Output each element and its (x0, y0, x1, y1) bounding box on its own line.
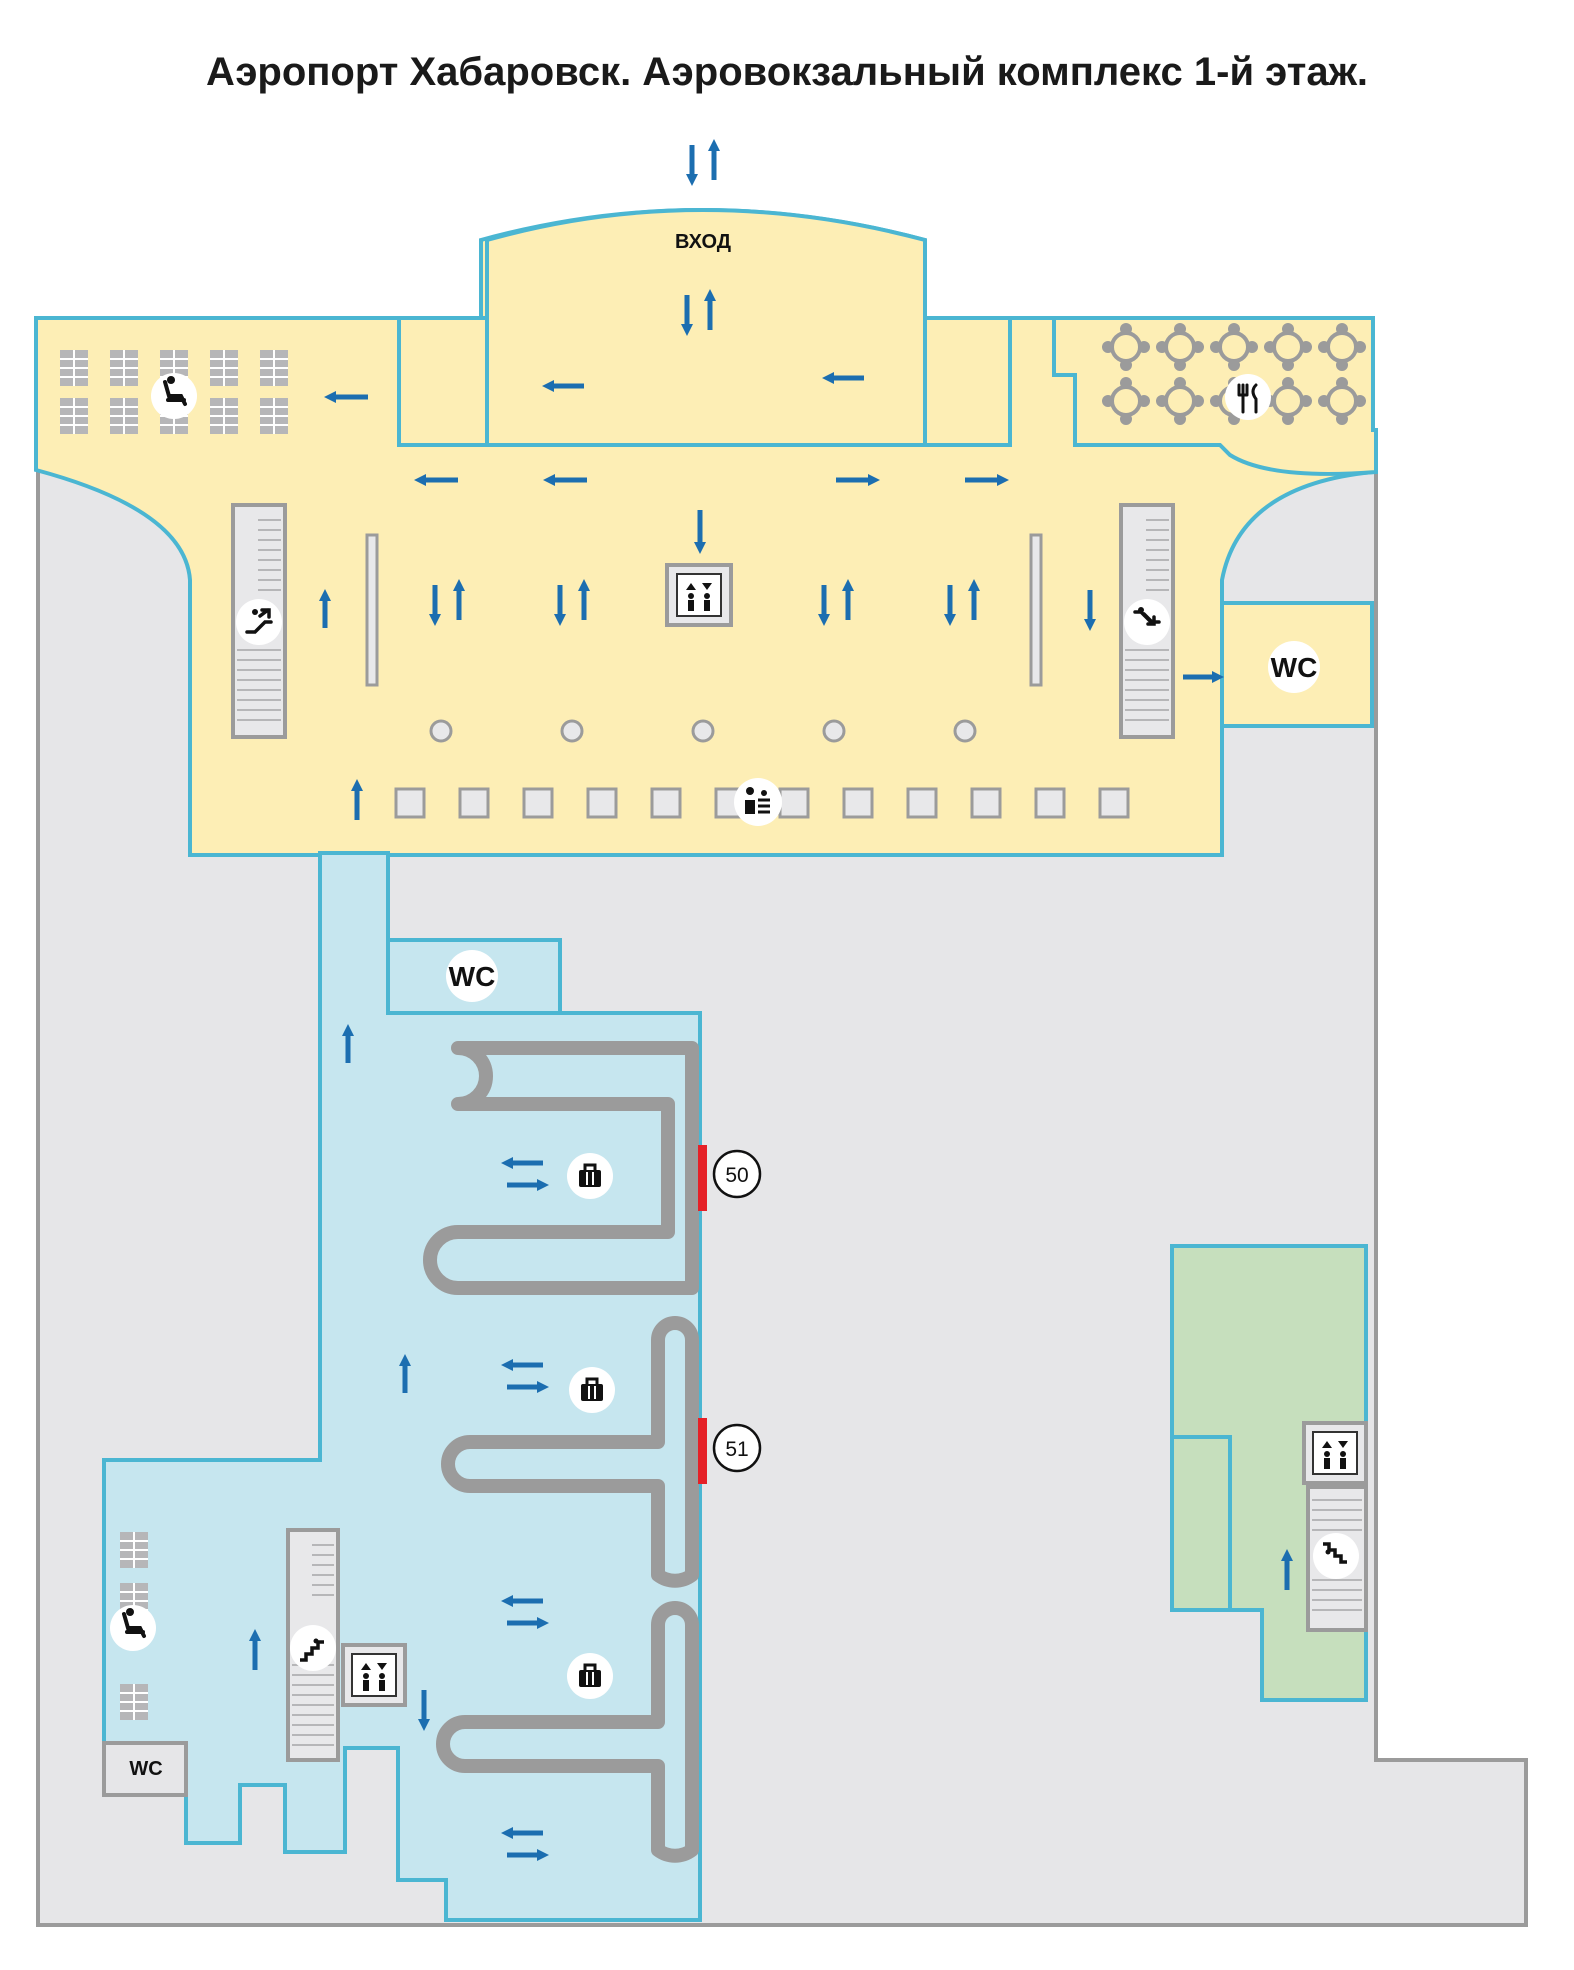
wc-room-corner (102, 1741, 188, 1797)
check-in-counters (394, 787, 1130, 819)
elevator-service (1302, 1421, 1368, 1485)
elevator-arrival (341, 1643, 407, 1707)
baggage-carousel-2 (441, 1316, 699, 1588)
wc-badge-baggage: WC (446, 950, 498, 1002)
columns (429, 719, 977, 743)
partition-left (365, 533, 379, 687)
service-room (1170, 1435, 1232, 1612)
entrance-right-room (920, 316, 1012, 447)
page-title: Аэропорт Хабаровск. Аэровокзальный компл… (205, 50, 1369, 94)
elevator-central (665, 563, 733, 627)
baggage-claim-icon (567, 1153, 613, 1199)
baggage-carousel-3 (436, 1601, 699, 1863)
restaurant-icon (1225, 374, 1271, 420)
baggage-claim-icon (569, 1367, 615, 1413)
gate-50-badge: 50 (712, 1149, 762, 1199)
escalator-arrival (286, 1528, 340, 1762)
baggage-carousel-1 (423, 1041, 699, 1295)
stairs-icon (1313, 1533, 1359, 1579)
entrance-left-room (397, 316, 489, 447)
wc-label: WC (449, 961, 496, 992)
waiting-seat-icon (151, 373, 197, 419)
escalator-down-icon (1124, 599, 1170, 645)
waiting-seat-icon (110, 1605, 156, 1651)
wc-badge-main: WC (1268, 641, 1320, 693)
entrance-vestibule (485, 208, 927, 447)
entrance-label: ВХОД (675, 231, 731, 253)
gate-51-number: 51 (725, 1438, 748, 1461)
escalator-left (231, 503, 287, 739)
escalator-right (1119, 503, 1175, 739)
stairs-icon (290, 1625, 336, 1671)
wc-label: WC (129, 1758, 162, 1780)
gate-50-number: 50 (725, 1164, 748, 1187)
gate-50-mark (698, 1145, 707, 1211)
check-in-icon (734, 778, 782, 826)
wc-label: WC (1271, 652, 1318, 683)
gate-51-badge: 51 (712, 1423, 762, 1473)
partition-right (1029, 533, 1043, 687)
gate-51-mark (698, 1418, 707, 1484)
baggage-claim-icon (567, 1653, 613, 1699)
direction-arrows (248, 138, 1294, 1862)
escalator-up-icon (236, 599, 282, 645)
